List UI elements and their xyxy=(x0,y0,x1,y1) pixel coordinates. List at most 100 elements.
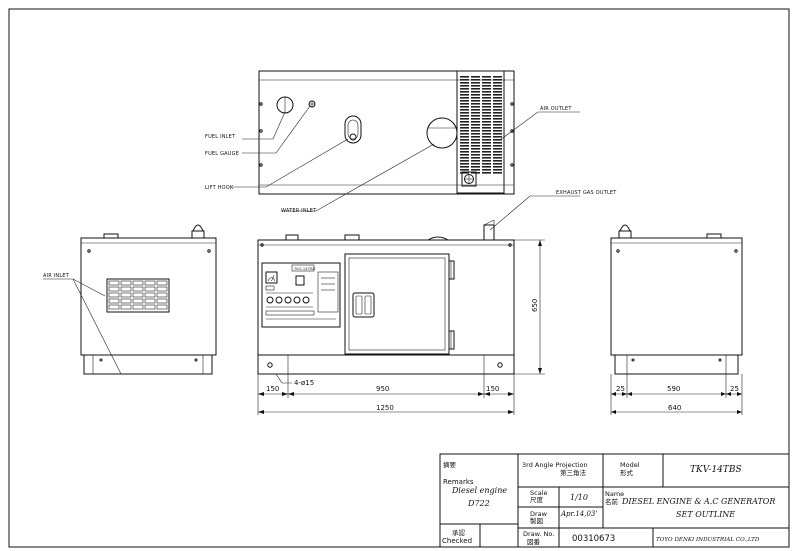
grille-slot xyxy=(460,121,469,123)
tb-draw-date: Apr.14,03' xyxy=(560,510,597,518)
dim-front-mid: 950 xyxy=(376,385,389,393)
panel-button xyxy=(284,296,292,304)
tb-checked-en: Checked xyxy=(442,537,472,545)
grille-slot xyxy=(460,154,469,156)
grille-slot xyxy=(493,157,502,159)
grille-slot xyxy=(471,142,480,144)
grille-slot xyxy=(482,121,491,123)
grille-slot xyxy=(493,76,502,78)
grille-slot xyxy=(471,76,480,78)
dim-side-right: 25 xyxy=(730,385,739,393)
inlet-slot xyxy=(132,292,144,298)
tb-engine-line1: Diesel engine xyxy=(451,486,507,495)
grille-slot xyxy=(460,106,469,108)
panel-button xyxy=(275,296,283,304)
grille-slot xyxy=(471,148,480,150)
grille-slot xyxy=(482,142,491,144)
grille-slot xyxy=(493,100,502,102)
label-air-inlet: AIR INLET xyxy=(43,273,70,279)
inlet-slot xyxy=(120,298,132,304)
dim-side-mid: 590 xyxy=(667,385,680,393)
grille-slot xyxy=(482,97,491,99)
inlet-slot xyxy=(120,304,132,310)
inlet-slot xyxy=(156,298,168,304)
grille-slot xyxy=(471,130,480,132)
tb-dwg-no-value: 00310673 xyxy=(572,534,615,544)
grille-slot xyxy=(460,109,469,111)
inlet-slot xyxy=(120,286,132,292)
grille-slot xyxy=(482,118,491,120)
grille-slot xyxy=(460,88,469,90)
tb-dwg-no-jp: 図番 xyxy=(527,538,541,546)
inlet-slot xyxy=(144,298,156,304)
label-fuel-gauge: FUEL GAUGE xyxy=(205,151,239,157)
grille-slot xyxy=(493,94,502,96)
dim-front-left: 150 xyxy=(266,385,279,393)
dim-front-total: 1250 xyxy=(376,404,394,412)
grille-slot xyxy=(471,115,480,117)
service-door xyxy=(344,253,455,355)
inlet-slot xyxy=(156,304,168,310)
panel-button xyxy=(293,296,301,304)
water-inlet-cap xyxy=(426,117,458,149)
grille-slot xyxy=(493,142,502,144)
inlet-slot xyxy=(156,280,168,286)
grille-slot xyxy=(493,145,502,147)
grille-slot xyxy=(460,166,469,168)
grille-slot xyxy=(482,85,491,87)
grille-slot xyxy=(493,130,502,132)
grille-slot xyxy=(482,79,491,81)
tb-name-line1: DIESEL ENGINE & A.C GENERATOR xyxy=(621,497,775,506)
tb-dwg-no-en: Draw. No. xyxy=(523,530,554,538)
grille-slot xyxy=(493,112,502,114)
tb-model-value: TKV-14TBS xyxy=(690,465,742,475)
label-lift-hook: LIFT HOOK xyxy=(205,185,234,191)
grille-slot xyxy=(471,133,480,135)
tb-remarks-jp: 摘要 xyxy=(443,460,457,469)
grille-slot xyxy=(482,91,491,93)
grille-slot xyxy=(460,100,469,102)
grille-slot xyxy=(493,106,502,108)
title-block: 摘要 Remarks Diesel engine D722 3rd Angle … xyxy=(439,453,790,548)
grille-slot xyxy=(482,112,491,114)
grille-slot xyxy=(482,82,491,84)
grille-slot xyxy=(460,133,469,135)
grille-slot xyxy=(471,118,480,120)
grille-slot xyxy=(471,139,480,141)
grille-slot xyxy=(471,94,480,96)
grille-slot xyxy=(460,142,469,144)
grille-slot xyxy=(482,145,491,147)
grille-slot xyxy=(471,85,480,87)
inlet-slot xyxy=(120,280,132,286)
exhaust-pipe xyxy=(483,219,495,241)
grille-slot xyxy=(493,82,502,84)
grille-slot xyxy=(482,172,491,174)
grille-slot xyxy=(493,127,502,129)
grille-slot xyxy=(493,151,502,153)
grille-slot xyxy=(493,133,502,135)
grille-slot xyxy=(493,85,502,87)
grille-slot xyxy=(482,124,491,126)
grille-slot xyxy=(493,91,502,93)
grille-slot xyxy=(460,148,469,150)
inlet-slot xyxy=(132,304,144,310)
grille-slot xyxy=(493,154,502,156)
dim-mount-holes: 4-ø15 xyxy=(294,379,314,387)
grille-slot xyxy=(493,169,502,171)
grille-slot xyxy=(493,109,502,111)
grille-slot xyxy=(460,163,469,165)
grille-slot xyxy=(460,112,469,114)
inlet-slot xyxy=(108,280,120,286)
tb-projection-jp: 第三角法 xyxy=(560,468,587,477)
grille-slot xyxy=(460,130,469,132)
grille-slot xyxy=(471,166,480,168)
grille-slot xyxy=(471,121,480,123)
grille-slot xyxy=(493,139,502,141)
inlet-slot xyxy=(132,286,144,292)
grille-slot xyxy=(460,85,469,87)
grille-slot xyxy=(460,124,469,126)
grille-slot xyxy=(460,79,469,81)
grille-slot xyxy=(482,136,491,138)
sheet-border xyxy=(8,8,790,548)
dim-side-left: 25 xyxy=(616,385,625,393)
